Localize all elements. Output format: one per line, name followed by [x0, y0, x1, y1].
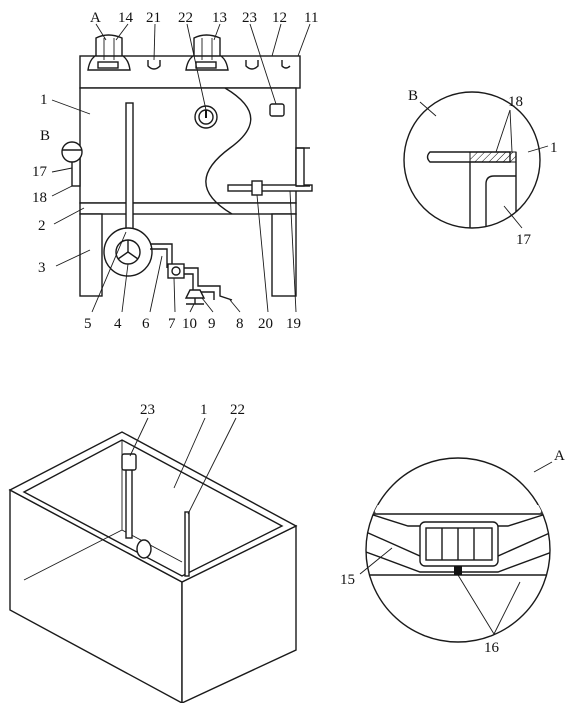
label-4: 4 — [114, 316, 122, 332]
label-8: 8 — [236, 316, 244, 332]
label-14: 14 — [118, 10, 134, 26]
label-13: 13 — [212, 10, 227, 26]
top-fan-left — [87, 34, 131, 71]
label-1-detail: 1 — [550, 140, 558, 156]
label-15: 15 — [340, 572, 355, 588]
label-10: 10 — [182, 316, 197, 332]
heater-rod — [227, 184, 313, 192]
left-leg — [79, 213, 103, 297]
nozzle — [281, 60, 291, 69]
label-B-detail: B — [408, 88, 418, 104]
sensor — [269, 103, 285, 117]
base-plate — [79, 202, 297, 215]
label-9: 9 — [208, 316, 216, 332]
top-fan-right — [185, 34, 229, 71]
label-21: 21 — [146, 10, 161, 26]
label-A-detail: A — [554, 448, 565, 464]
label-B-left: B — [40, 128, 50, 144]
detail-b-marker — [61, 141, 83, 163]
label-1-box: 1 — [200, 402, 208, 418]
label-12: 12 — [272, 10, 287, 26]
label-A-top: A — [90, 10, 101, 26]
label-7: 7 — [168, 316, 176, 332]
label-17-left: 17 — [32, 164, 48, 180]
detail-a-leaders — [359, 461, 553, 635]
detail-b — [403, 91, 541, 229]
iso-sensor — [121, 453, 137, 471]
label-20: 20 — [258, 316, 273, 332]
break-line — [205, 87, 252, 215]
outlet-pipe — [150, 243, 173, 268]
label-5: 5 — [84, 316, 92, 332]
isometric-tank — [8, 431, 298, 703]
side-handle-right — [295, 147, 305, 187]
label-22-top: 22 — [178, 10, 193, 26]
label-23-box: 23 — [140, 402, 155, 418]
nozzle — [245, 60, 259, 70]
label-3: 3 — [38, 260, 46, 276]
front-view — [61, 34, 313, 305]
iso-pipe — [125, 467, 133, 539]
drain-valve — [184, 289, 206, 299]
label-17-detail: 17 — [516, 232, 532, 248]
label-16: 16 — [484, 640, 500, 656]
vertical-pipe — [125, 102, 134, 234]
iso-rod — [184, 511, 190, 577]
right-leg — [271, 213, 297, 297]
iso-inlet — [136, 539, 152, 559]
rod-clamp — [251, 180, 263, 196]
drain-pipe — [184, 267, 233, 301]
tank-opening — [22, 439, 284, 577]
label-2: 2 — [38, 218, 46, 234]
nozzle — [147, 60, 161, 70]
label-11: 11 — [304, 10, 318, 26]
label-6: 6 — [142, 316, 150, 332]
label-22-box: 22 — [230, 402, 245, 418]
label-group: A 14 21 22 13 23 12 11 1 B 17 18 2 3 5 4… — [32, 10, 565, 656]
label-18-left: 18 — [32, 190, 47, 206]
front-view-leaders — [51, 23, 311, 313]
label-23-top: 23 — [242, 10, 257, 26]
detail-a — [365, 457, 551, 643]
label-1-left: 1 — [40, 92, 48, 108]
detail-b-leaders — [419, 101, 549, 229]
iso-leaders — [129, 417, 237, 515]
label-19: 19 — [286, 316, 301, 332]
label-18-detail: 18 — [508, 94, 523, 110]
